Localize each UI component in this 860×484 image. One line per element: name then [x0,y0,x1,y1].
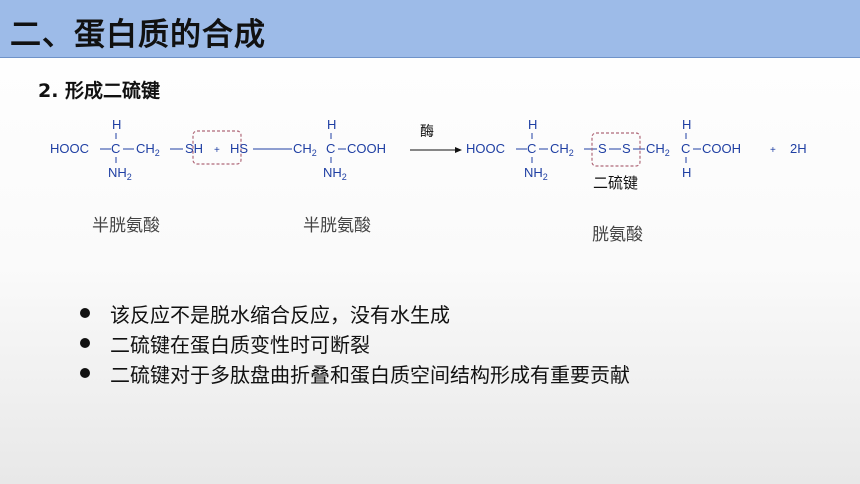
alpha-carbon: C [111,141,120,156]
thiol-group: HS [230,141,248,156]
amino-group: NH2 [524,165,548,182]
hydrogen-atom: H [528,117,537,132]
plus-sign: + [770,145,776,156]
reactant-2-structure: HS CH2 H C NH2 COOH [230,117,386,182]
hydrogen-atom: H [682,117,691,132]
disulfide-bond-box [591,132,641,167]
alpha-carbon: C [527,141,536,156]
reactant-1-structure: HOOC H C NH2 CH2 SH [50,117,203,182]
reaction-diagram: HOOC H C NH2 CH2 SH + HS CH2 H C NH2 COO… [50,117,807,182]
reactant-1-name: 半胱氨酸 [92,216,160,236]
catalyst-label: 酶 [420,124,434,140]
sulfur-atom: S [598,141,607,156]
thiol-group: SH [185,141,203,156]
hooc-group: HOOC [50,141,89,156]
slide-title: 二、蛋白质的合成 [10,17,266,53]
alpha-carbon: C [326,141,335,156]
list-item: 二硫键对于多肽盘曲折叠和蛋白质空间结构形成有重要贡献 [78,358,630,388]
hooc-group: HOOC [466,141,505,156]
bullet-icon [80,308,90,318]
reacting-groups-box [192,130,242,165]
amino-group: NH2 [108,165,132,182]
methylene-group: CH2 [550,141,574,158]
bullet-text: 该反应不是脱水缩合反应，没有水生成 [110,302,450,327]
plus-sign: + [214,145,220,156]
product-name: 胱氨酸 [592,225,643,245]
methylene-group: CH2 [136,141,160,158]
amino-group: NH2 [323,165,347,182]
arrow-head [455,147,462,153]
list-item: 二硫键在蛋白质变性时可断裂 [78,328,630,358]
sulfur-atom: S [622,141,631,156]
carboxyl-group: COOH [347,141,386,156]
bullet-icon [80,368,90,378]
bullet-text: 二硫键在蛋白质变性时可断裂 [110,332,370,357]
hydrogen-atom: H [327,117,336,132]
methylene-group: CH2 [646,141,670,158]
reactant-2-name: 半胱氨酸 [303,216,371,236]
bullet-list: 该反应不是脱水缩合反应，没有水生成 二硫键在蛋白质变性时可断裂 二硫键对于多肽盘… [78,298,630,388]
bullet-icon [80,338,90,348]
list-item: 该反应不是脱水缩合反应，没有水生成 [78,298,630,328]
disulfide-bond-label: 二硫键 [593,174,639,192]
section-heading: 2. 形成二硫键 [38,80,161,102]
carboxyl-group: COOH [702,141,741,156]
byproduct-hydrogen: 2H [790,141,807,156]
hydrogen-atom: H [682,165,691,180]
title-bar: 二、蛋白质的合成 [0,0,860,58]
product-structure: HOOC H C NH2 CH2 S S CH2 H C H COOH [466,117,741,182]
hydrogen-atom: H [112,117,121,132]
methylene-group: CH2 [293,141,317,158]
bullet-text: 二硫键对于多肽盘曲折叠和蛋白质空间结构形成有重要贡献 [110,362,630,387]
alpha-carbon: C [681,141,690,156]
